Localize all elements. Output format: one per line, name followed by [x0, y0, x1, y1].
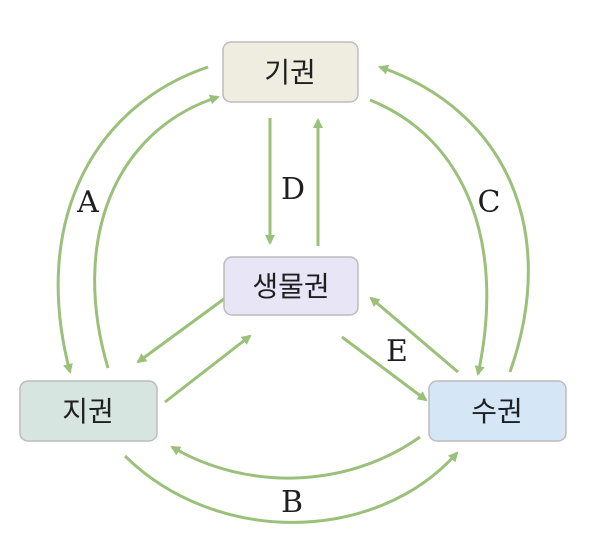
node-hydrosphere-label: 수권	[471, 395, 523, 428]
arrow-hydrosphere-to-atmosphere	[378, 64, 530, 373]
arrow-geosphere-to-biosphere	[164, 334, 252, 404]
edge-label-a: A	[76, 185, 99, 220]
node-atmosphere: 기권	[222, 41, 359, 103]
arrow-geosphere-to-atmosphere	[93, 94, 220, 369]
node-atmosphere-label: 기권	[264, 56, 316, 89]
arrow-atmosphere-to-hydrosphere	[369, 98, 489, 376]
arrow-hydrosphere-to-geosphere	[170, 435, 421, 480]
edge-label-c: C	[478, 185, 501, 220]
arrow-hydrosphere-to-biosphere	[369, 296, 459, 374]
edge-label-e: E	[386, 334, 408, 369]
arrow-biosphere-to-hydrosphere	[341, 335, 428, 402]
arrow-atmosphere-to-geosphere	[56, 65, 209, 374]
edge-label-d: D	[281, 172, 305, 207]
node-biosphere-label: 생물권	[252, 270, 329, 303]
node-geosphere: 지권	[19, 380, 158, 442]
arrow-biosphere-to-geosphere	[136, 294, 229, 364]
node-biosphere: 생물권	[223, 256, 359, 316]
node-geosphere-label: 지권	[62, 395, 114, 428]
arrow-geosphere-to-hydrosphere	[123, 451, 459, 524]
node-hydrosphere: 수권	[428, 380, 567, 442]
edge-label-b: B	[281, 485, 303, 520]
